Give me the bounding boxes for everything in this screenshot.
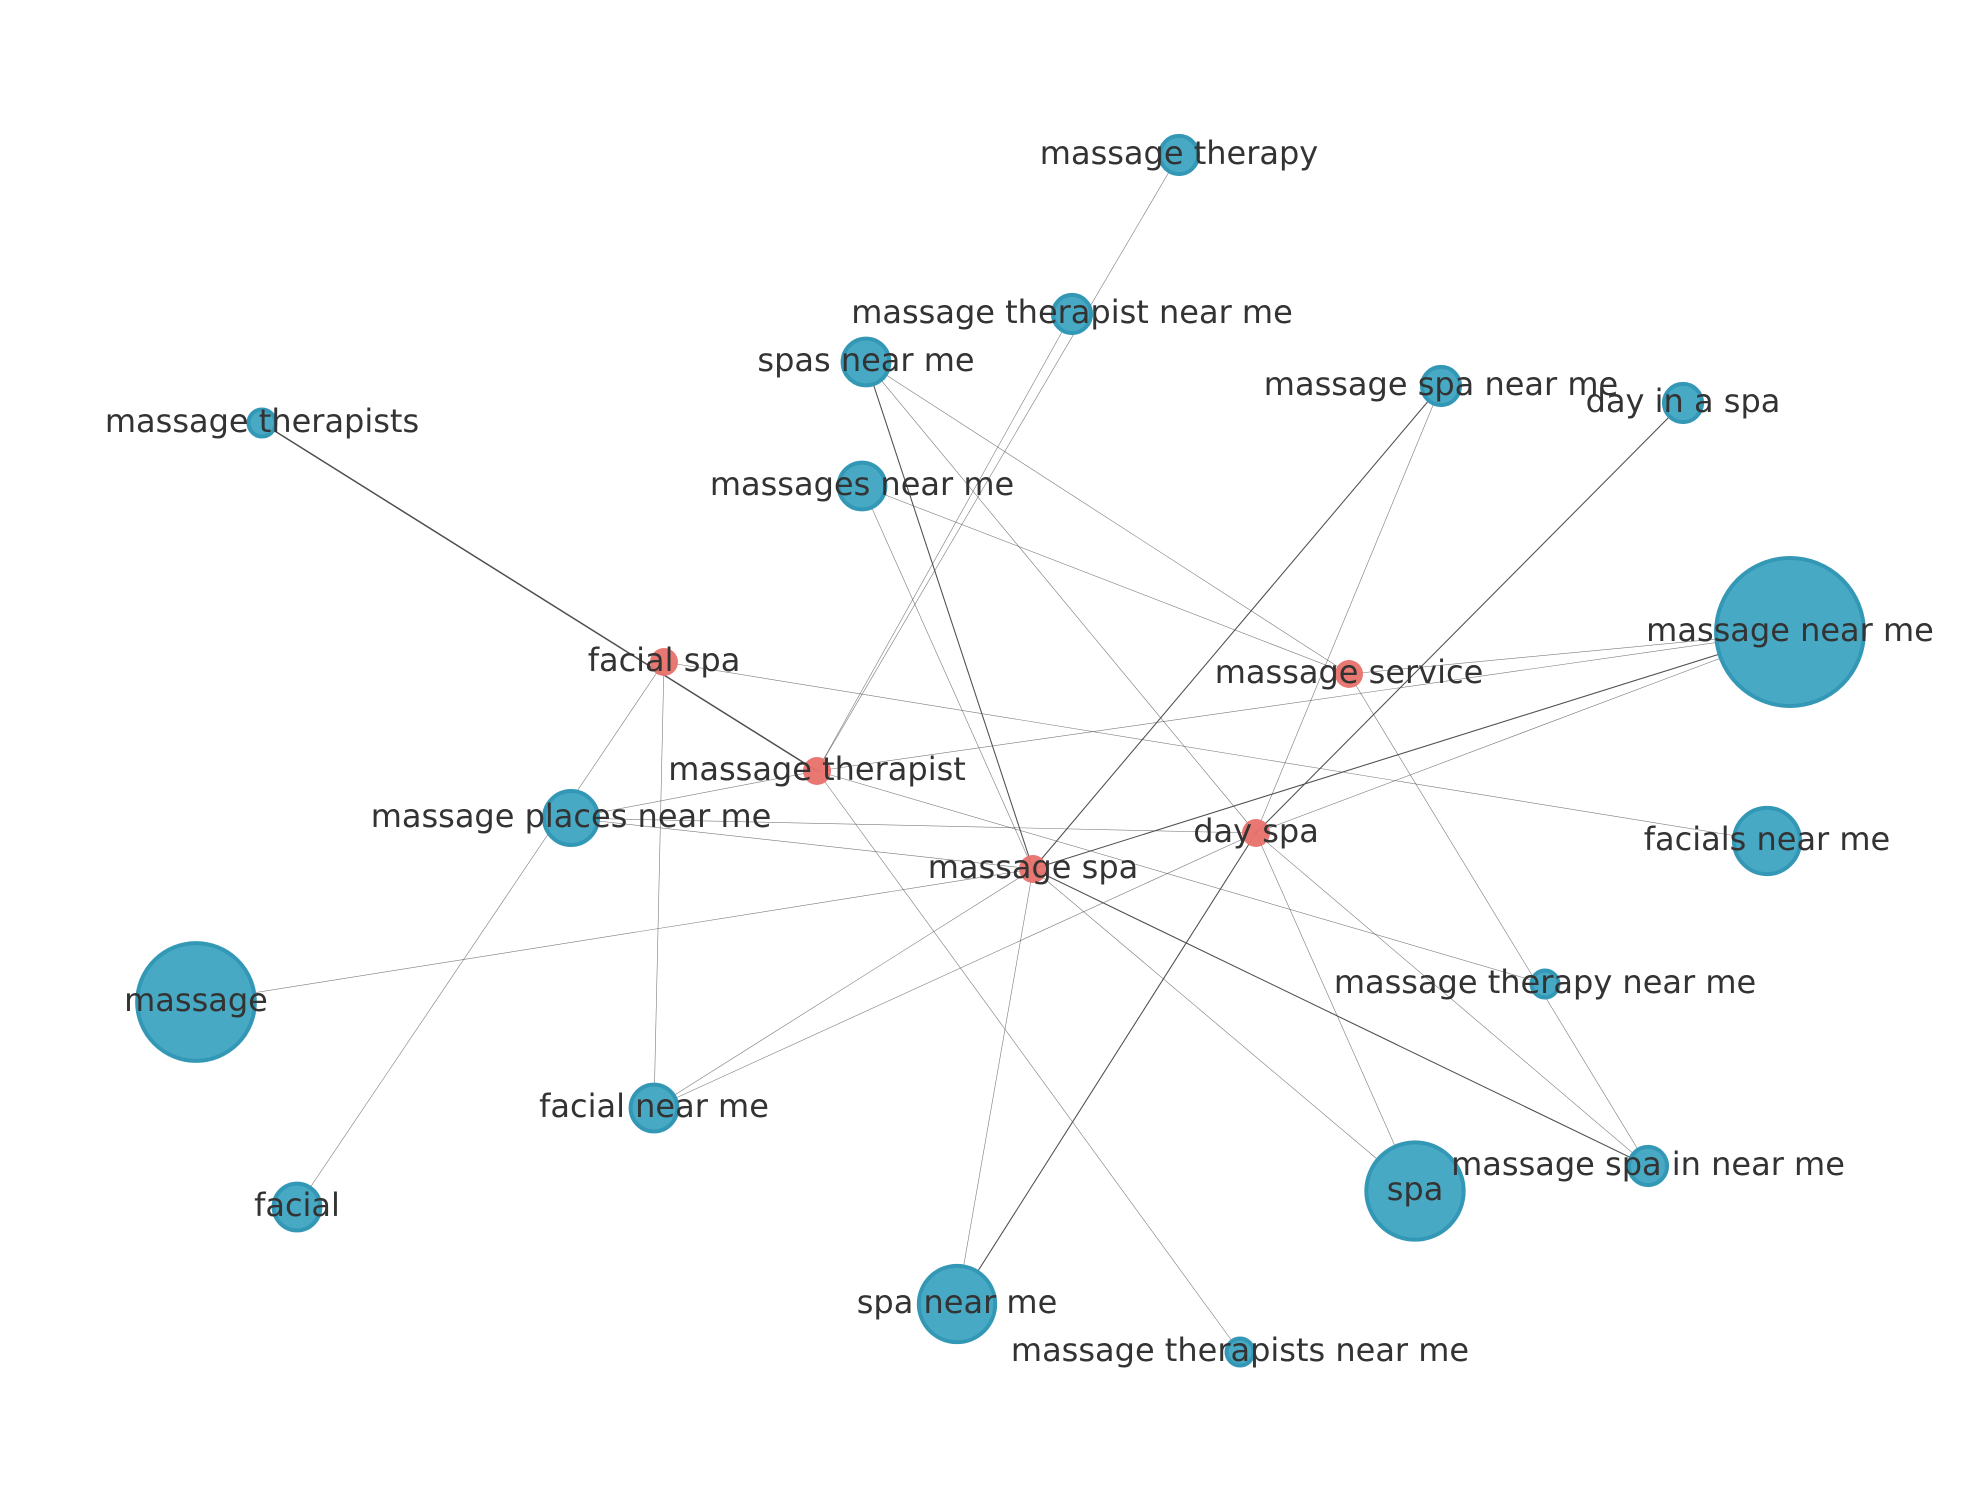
edge-massage_service-massages_near_me <box>861 485 1350 675</box>
node-massage[interactable] <box>135 941 257 1063</box>
node-massage-places-near-me[interactable] <box>542 789 600 847</box>
node-massage-therapist[interactable] <box>803 757 831 785</box>
node-facials-near-me[interactable] <box>1731 805 1803 877</box>
node-spa[interactable] <box>1364 1140 1466 1242</box>
node-massage-therapy-near-me[interactable] <box>1529 968 1561 1000</box>
edge-massage_therapist-massage_therapy_near_me <box>816 770 1546 985</box>
node-label-massage-therapists-near-me: massage therapists near me <box>1011 1331 1469 1369</box>
node-label-massage-therapist-near-me: massage therapist near me <box>851 293 1293 331</box>
node-day-spa[interactable] <box>1242 819 1270 847</box>
edge-massage_spa-massage_spa_near_me <box>1032 385 1442 870</box>
node-label-day-in-a-spa: day in a spa <box>1586 382 1781 420</box>
edge-massage_therapist-massage_places_near_me <box>570 770 818 819</box>
edge-massage_spa-massage_places_near_me <box>570 817 1034 870</box>
edge-day_spa-massage_near_me <box>1255 631 1791 834</box>
node-massage-service[interactable] <box>1335 660 1363 688</box>
edge-massage_spa-facial_near_me <box>653 868 1034 1109</box>
node-massage-near-me[interactable] <box>1714 556 1866 708</box>
node-massage-spa-in-near-me[interactable] <box>1626 1144 1670 1188</box>
node-label-massage-spa: massage spa <box>928 848 1139 886</box>
edge-facial_spa-facials_near_me <box>663 661 1768 842</box>
edge-massage_therapist-massage_therapy <box>816 154 1180 772</box>
edge-day_spa-massage_spa_near_me <box>1255 385 1442 834</box>
edge-day_spa-massage_spa_in_near_me <box>1255 832 1649 1167</box>
node-facial-near-me[interactable] <box>628 1082 680 1134</box>
node-label-massage-spa-near-me: massage spa near me <box>1264 365 1618 403</box>
node-label-spa: spa <box>1387 1170 1444 1208</box>
node-label-facial-near-me: facial near me <box>539 1087 769 1125</box>
node-massage-therapists[interactable] <box>246 407 278 439</box>
edge-massage_spa-spas_near_me <box>865 361 1034 870</box>
edge-facial_spa-facial <box>296 661 665 1208</box>
node-massage-therapy[interactable] <box>1157 133 1201 177</box>
node-massages-near-me[interactable] <box>836 460 888 512</box>
node-label-spa-near-me: spa near me <box>857 1283 1058 1321</box>
node-label-massage: massage <box>124 981 268 1019</box>
edge-day_spa-spa <box>1255 832 1416 1192</box>
edge-facial_spa-facial_near_me <box>653 661 665 1109</box>
edge-massage_therapist-massage_therapists_near_me <box>816 770 1241 1353</box>
node-label-massage-places-near-me: massage places near me <box>371 797 772 835</box>
node-label-day-spa: day spa <box>1193 812 1319 850</box>
node-label-massage-near-me: massage near me <box>1646 611 1934 649</box>
node-label-massage-therapy-near-me: massage therapy near me <box>1334 963 1756 1001</box>
node-spas-near-me[interactable] <box>840 336 892 388</box>
node-label-massage-spa-in-near-me: massage spa in near me <box>1451 1145 1845 1183</box>
node-label-facial: facial <box>254 1186 340 1224</box>
node-layer <box>135 133 1866 1368</box>
edge-day_spa-spas_near_me <box>865 361 1257 834</box>
edge-massage_service-massage_spa_in_near_me <box>1348 673 1649 1167</box>
node-facial[interactable] <box>271 1181 323 1233</box>
edge-massage_spa-massages_near_me <box>861 485 1034 870</box>
edge-day_spa-day_in_a_spa <box>1255 402 1684 834</box>
node-massage-therapist-near-me[interactable] <box>1050 292 1094 336</box>
node-massage-spa[interactable] <box>1019 855 1047 883</box>
node-label-massage-service: massage service <box>1215 653 1484 691</box>
node-massage-spa-near-me[interactable] <box>1419 364 1463 408</box>
edge-day_spa-spa_near_me <box>956 832 1257 1305</box>
edge-massage_service-spas_near_me <box>865 361 1350 675</box>
label-layer: massage therapy massage therapist near me… <box>105 134 1934 1369</box>
node-label-massage-therapy: massage therapy <box>1040 134 1318 172</box>
node-facial-spa[interactable] <box>650 648 678 676</box>
node-label-spas-near-me: spas near me <box>757 341 974 379</box>
node-label-massages-near-me: massages near me <box>710 465 1014 503</box>
edge-day_spa-massage_places_near_me <box>570 817 1257 834</box>
edge-layer <box>195 154 1791 1353</box>
node-label-massage-therapists: massage therapists <box>105 402 419 440</box>
edge-massage_spa-spa <box>1032 868 1416 1192</box>
node-spa-near-me[interactable] <box>916 1263 998 1345</box>
node-label-facial-spa: facial spa <box>588 641 741 679</box>
node-label-massage-therapist: massage therapist <box>668 750 966 788</box>
edge-massage_spa-spa_near_me <box>956 868 1034 1305</box>
edge-day_spa-facial_near_me <box>653 832 1257 1109</box>
edge-massage_spa-massage_spa_in_near_me <box>1032 868 1649 1167</box>
edge-massage_therapist-massage_therapist_near_me <box>816 313 1073 772</box>
node-label-facials-near-me: facials near me <box>1644 820 1890 858</box>
node-massage-therapists-near-me[interactable] <box>1224 1336 1256 1368</box>
edge-massage_spa-massage_near_me <box>1032 631 1791 870</box>
edge-massage_therapist-massage_therapists <box>261 422 818 772</box>
edge-massage_spa-massage <box>195 868 1034 1003</box>
node-day-in-a-spa[interactable] <box>1661 381 1705 425</box>
